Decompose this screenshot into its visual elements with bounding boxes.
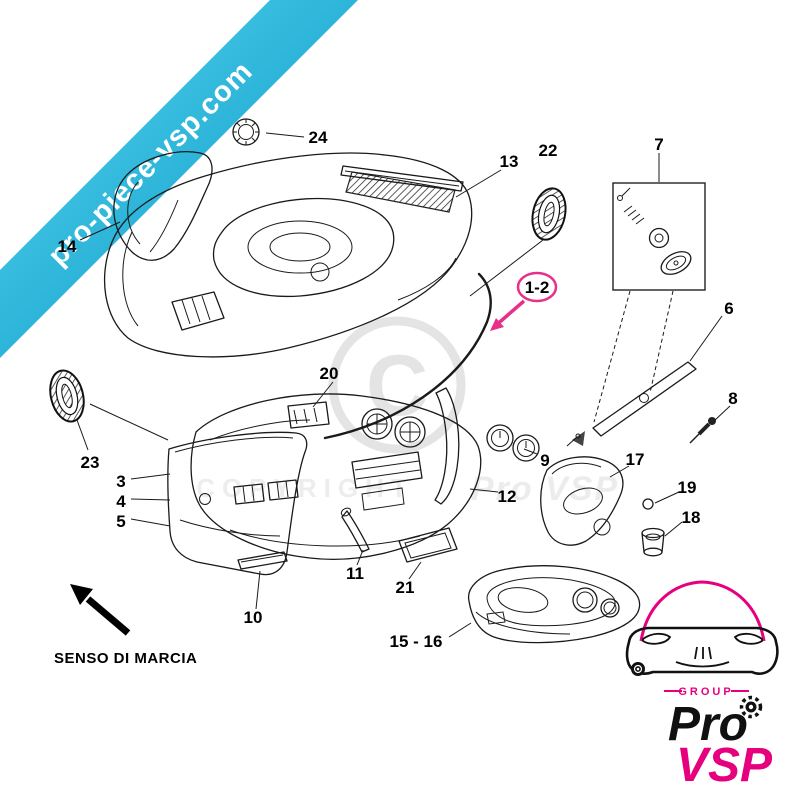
label-12: 12: [498, 487, 517, 506]
spring-icon: [623, 205, 645, 225]
direction-arrow-shaft: [85, 596, 131, 636]
center-watermark: C COPYRIGHT Pro VSP: [196, 316, 617, 508]
part-lower-dashboard: [190, 393, 482, 560]
label-1-2: 1-2: [525, 278, 550, 297]
label-22: 22: [539, 141, 558, 160]
direction-label: SENSO DI MARCIA: [54, 650, 197, 667]
left-vent-opening: [171, 291, 225, 331]
label-19: 19: [678, 478, 697, 497]
part-labels: 24 14 13 22 7 6 8 1-2 20 23 3 4 5 9 12 1…: [58, 128, 738, 651]
part-grommet-22: [531, 187, 567, 241]
part-strip-10: [237, 551, 288, 570]
part-dashboard-top: [103, 152, 473, 358]
part-instrument-cowl-14: [113, 151, 213, 261]
part-pin-8: [689, 417, 716, 444]
label-8: 8: [728, 389, 737, 408]
part-arm-6: [566, 361, 697, 447]
label-17: 17: [626, 450, 645, 469]
part-hardware-box-7: [593, 182, 706, 423]
direction-arrow-head: [70, 584, 93, 605]
part-trim-12: [434, 387, 460, 505]
label-18: 18: [682, 508, 701, 527]
watermark-word: COPYRIGHT: [196, 473, 414, 503]
part-tray-21: [398, 527, 458, 563]
car-grille: [694, 646, 712, 660]
direction-indicator: SENSO DI MARCIA: [54, 584, 197, 667]
cap-icon: [660, 251, 692, 275]
label-14: 14: [58, 237, 77, 256]
car-roof-outline: [639, 580, 766, 642]
washer-icon: [648, 227, 670, 249]
label-21: 21: [396, 578, 415, 597]
defroster-grille: [345, 171, 456, 213]
instrument-cluster-opening: [247, 220, 353, 274]
car-headlight-left: [642, 632, 672, 645]
watermark-circle: [328, 316, 466, 454]
label-15-16: 15 - 16: [390, 632, 443, 651]
label-13: 13: [500, 152, 519, 171]
label-9: 9: [540, 451, 549, 470]
car-bumper-mouth: [675, 661, 730, 668]
car-headlight-right: [733, 632, 763, 645]
label-4: 4: [116, 492, 126, 511]
part-bracket-17: [540, 456, 624, 546]
label-23: 23: [81, 453, 100, 472]
pink-callout-1-2: [490, 271, 558, 331]
callout-ellipse: [516, 271, 558, 303]
label-11: 11: [346, 564, 364, 583]
logo-group-text: GROUP: [678, 686, 733, 698]
part-side-panel-3-4-5: [167, 431, 308, 576]
radio-opening: [351, 451, 423, 489]
part-knob-24: [232, 118, 260, 146]
leader-lines: [76, 132, 731, 638]
callout-arrow-head: [490, 318, 504, 331]
exploded-diagram: 24 14 13 22 7 6 8 1-2 20 23 3 4 5 9 12 1…: [49, 118, 738, 651]
part-cup-18: [641, 527, 665, 557]
label-10: 10: [244, 608, 263, 627]
logo-brand-top: Pro: [668, 698, 748, 751]
bolt-icon: [631, 662, 645, 676]
provsp-logo: GROUP Pro VSP: [625, 580, 779, 792]
gear-icon: [739, 695, 763, 719]
watermark-letter: C: [366, 338, 428, 434]
label-3: 3: [116, 472, 125, 491]
label-7: 7: [654, 135, 663, 154]
label-24: 24: [309, 128, 328, 147]
part-plug-19: [642, 498, 654, 510]
part-trim-strip-13: [340, 165, 464, 192]
logo-brand-bottom: VSP: [676, 739, 773, 792]
part-grommet-23: [49, 369, 85, 423]
label-20: 20: [320, 364, 339, 383]
ribbon-band: [0, 0, 358, 358]
label-5: 5: [116, 512, 125, 531]
part-console-15-16: [467, 565, 641, 644]
arm-tip: [572, 431, 585, 446]
label-6: 6: [724, 299, 733, 318]
part-knobs-9: [486, 424, 540, 462]
